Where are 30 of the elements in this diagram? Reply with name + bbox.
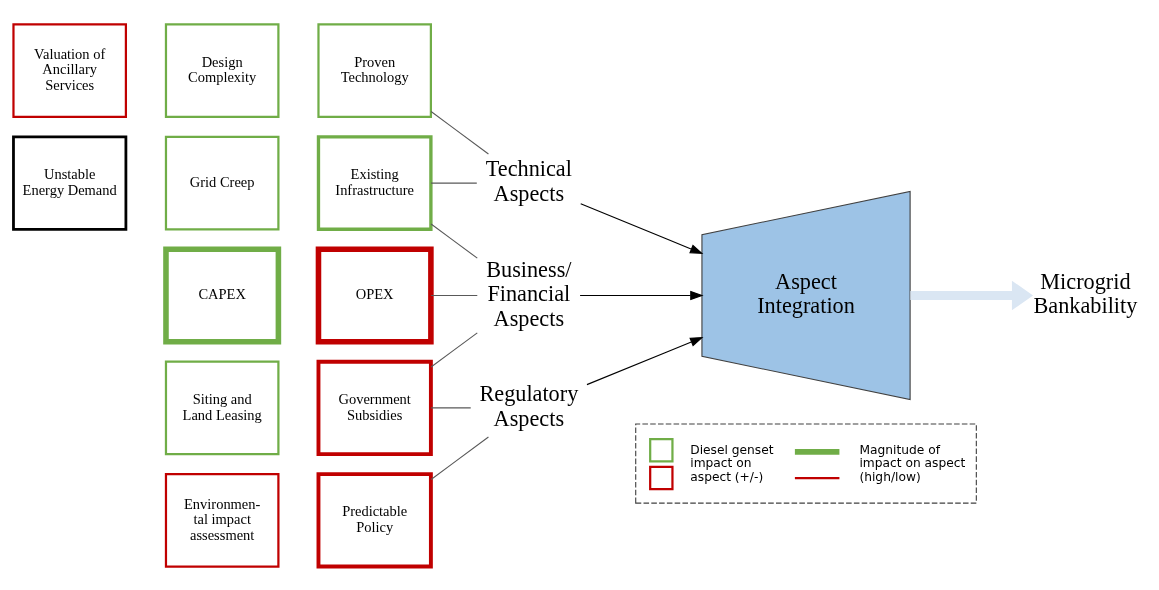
node-box: Siting and Land Leasing	[164, 360, 280, 455]
arrow	[579, 290, 704, 300]
node-text: Business/ Financial Aspects	[486, 256, 572, 331]
connector	[430, 182, 478, 184]
node-text: Regulatory Aspects	[479, 380, 579, 431]
node-box: Proven Technology	[317, 22, 432, 118]
connector	[430, 222, 478, 259]
arrow	[910, 280, 1034, 310]
node-box: Environmen- tal impact assessment	[164, 472, 280, 568]
node-box: Design Complexity	[164, 22, 280, 118]
arrow	[586, 336, 704, 385]
node-box: Unstable Energy Demand	[12, 135, 128, 231]
node-box: Valuation of Ancillary Services	[12, 22, 127, 118]
node-box: OPEX	[315, 246, 434, 344]
arrow	[580, 202, 704, 254]
node-box: Government Subsidies	[316, 359, 433, 456]
node-box: Existing Infrastructure	[316, 134, 433, 231]
connector	[430, 294, 478, 296]
connector	[430, 110, 489, 155]
node-text: Microgrid Bankability	[1033, 268, 1138, 318]
connector	[430, 406, 472, 408]
legend-label: Diesel genset impact on aspect (+/-)	[690, 442, 774, 484]
node-box: Predictable Policy	[316, 471, 433, 568]
node-box: Grid Creep	[164, 135, 280, 230]
node-box: Aspect Integration	[701, 190, 911, 400]
legend-label: Magnitude of impact on aspect (high/low)	[859, 442, 966, 484]
connector	[430, 331, 478, 368]
node-box: CAPEX	[163, 246, 282, 344]
node-text: Technical Aspects	[485, 155, 572, 206]
connector	[430, 435, 489, 480]
